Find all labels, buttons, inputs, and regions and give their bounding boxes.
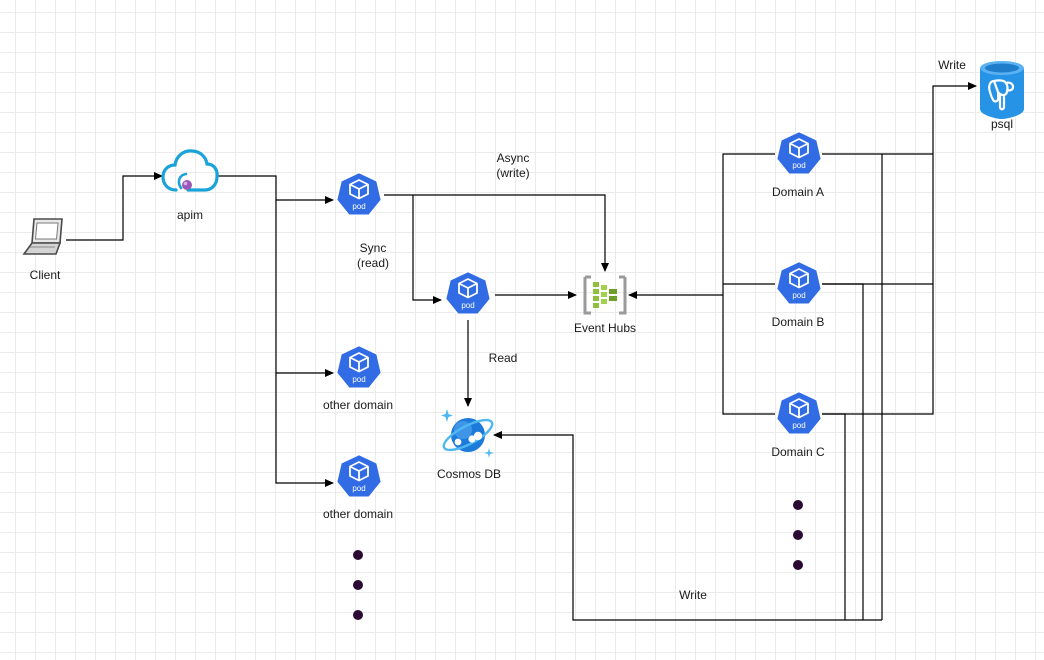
apim-label: apim xyxy=(176,208,204,222)
edge-domain-c-cosmos xyxy=(822,413,846,620)
sync-pod-icon: pod xyxy=(444,270,492,322)
main-pod-icon: pod xyxy=(335,171,383,223)
psql-label: psql xyxy=(990,117,1014,131)
edge-client-apim xyxy=(66,172,163,241)
ellipsis-dot xyxy=(793,560,803,570)
other-domain-2-pod-icon: pod xyxy=(335,453,383,505)
cosmos-db-label: Cosmos DB xyxy=(436,467,502,481)
laptop-icon xyxy=(22,218,63,255)
pod-text: pod xyxy=(352,375,365,384)
ellipsis-dot xyxy=(353,550,363,560)
async-write-label: Async (write) xyxy=(496,151,530,180)
ellipsis-dot xyxy=(353,610,363,620)
edge-apim-other-2 xyxy=(275,373,334,487)
edge-domain-b-cosmos xyxy=(822,283,864,620)
pod-text: pod xyxy=(352,484,365,493)
domain-a-label: Domain A xyxy=(771,185,825,199)
pod-text: pod xyxy=(792,291,805,300)
psql-icon xyxy=(980,61,1024,119)
write-psql-label: Write xyxy=(938,58,966,72)
edge-apim-main-pod xyxy=(218,175,334,204)
pod-text: pod xyxy=(792,421,805,430)
pod-text: pod xyxy=(461,301,474,310)
edge-async-write xyxy=(384,194,609,272)
read-label: Read xyxy=(488,351,518,365)
pod-text: pod xyxy=(352,202,365,211)
write-cosmos-label: Write xyxy=(679,588,707,602)
apim-cloud-icon xyxy=(161,149,219,192)
ellipsis-dot xyxy=(353,580,363,590)
cosmos-db-icon xyxy=(441,409,494,458)
edge-sync-read xyxy=(412,195,442,304)
edge-domains-psql xyxy=(822,86,976,415)
other-domain-1-label: other domain xyxy=(322,398,394,412)
domain-c-label: Domain C xyxy=(771,445,825,459)
domain-b-label: Domain B xyxy=(771,315,825,329)
client-label: Client xyxy=(29,268,61,282)
other-domain-1-pod-icon: pod xyxy=(335,344,383,396)
domain-c-pod-icon: pod xyxy=(775,390,823,442)
event-hubs-icon xyxy=(583,275,627,315)
pod-text: pod xyxy=(792,161,805,170)
other-domain-2-label: other domain xyxy=(322,507,394,521)
domain-a-pod-icon: pod xyxy=(775,130,823,182)
edge-write-cosmos xyxy=(493,431,882,621)
edge-apim-other-1 xyxy=(275,200,334,377)
domain-b-pod-icon: pod xyxy=(775,260,823,312)
sync-read-label: Sync (read) xyxy=(356,241,390,270)
event-hubs-label: Event Hubs xyxy=(573,321,637,335)
ellipsis-dot xyxy=(793,500,803,510)
ellipsis-dot xyxy=(793,530,803,540)
edge-domains-eventhubs xyxy=(629,153,775,415)
